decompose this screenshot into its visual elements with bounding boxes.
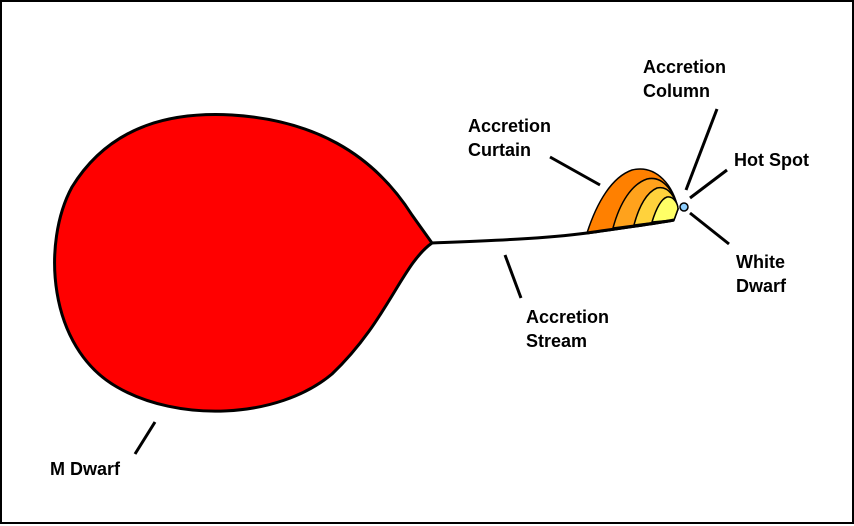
label-line: Accretion: [643, 57, 727, 77]
hot-spot-leader: [689, 168, 728, 200]
curtain-base-edge: [586, 218, 675, 235]
white-dwarf-star: [679, 202, 689, 212]
accretion-column-label: Accretion Column: [643, 55, 726, 103]
white-dwarf-label: White Dwarf: [736, 250, 786, 298]
white-dwarf-leader: [689, 211, 730, 246]
label-line: Curtain: [468, 140, 531, 160]
accretion-stream-label: Accretion Stream: [526, 305, 609, 353]
hot-spot-label: Hot Spot: [734, 148, 809, 172]
accretion-curtain-label: Accretion Curtain: [468, 114, 551, 162]
label-line: Stream: [526, 331, 588, 351]
m-dwarf-label: M Dwarf: [50, 457, 120, 481]
label-line: Accretion: [468, 116, 552, 136]
accretion-stream-leader: [503, 254, 523, 299]
label-line: M Dwarf: [50, 459, 121, 479]
label-line: Column: [643, 81, 710, 101]
label-line: Accretion: [526, 307, 610, 327]
accretion-curtain-leader: [549, 155, 601, 187]
curtain-core-layer: [650, 196, 679, 223]
accretion-column-leader: [684, 108, 719, 191]
accretion-curtain: [585, 168, 679, 235]
label-line: Dwarf: [736, 276, 787, 296]
m-dwarf-star: [53, 113, 434, 413]
label-line: Hot Spot: [734, 150, 809, 170]
m-dwarf-leader: [133, 421, 157, 455]
label-line: White: [736, 252, 785, 272]
